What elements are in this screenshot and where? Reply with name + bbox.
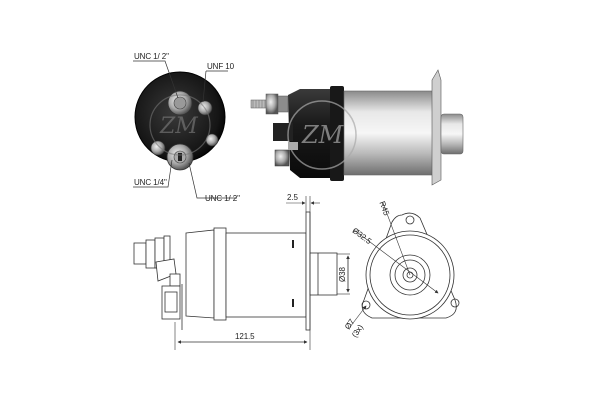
side-view-photo: ZM [250, 69, 464, 186]
svg-text:ZM: ZM [301, 121, 345, 149]
callout-leaders [133, 60, 237, 199]
callout-unc-half-bottom: UNC 1/ 2" [205, 194, 240, 203]
callout-unf-10: UNF 10 [207, 62, 234, 71]
callout-unc-half-top: UNC 1/ 2" [134, 52, 169, 61]
dim-plunger-diameter: Ø38 [338, 267, 347, 282]
front-dimensions [349, 202, 439, 328]
dim-overall-length: 121.5 [235, 332, 255, 341]
svg-text:ZM: ZM [159, 114, 198, 139]
end-view-photo: ZM [134, 71, 226, 171]
side-dimensions [174, 196, 350, 350]
callout-unc-quarter: UNC 1/4" [134, 178, 167, 187]
front-view-drawing [361, 212, 460, 320]
side-view-drawing [133, 211, 338, 331]
dim-flange-thickness: 2.5 [287, 193, 298, 202]
